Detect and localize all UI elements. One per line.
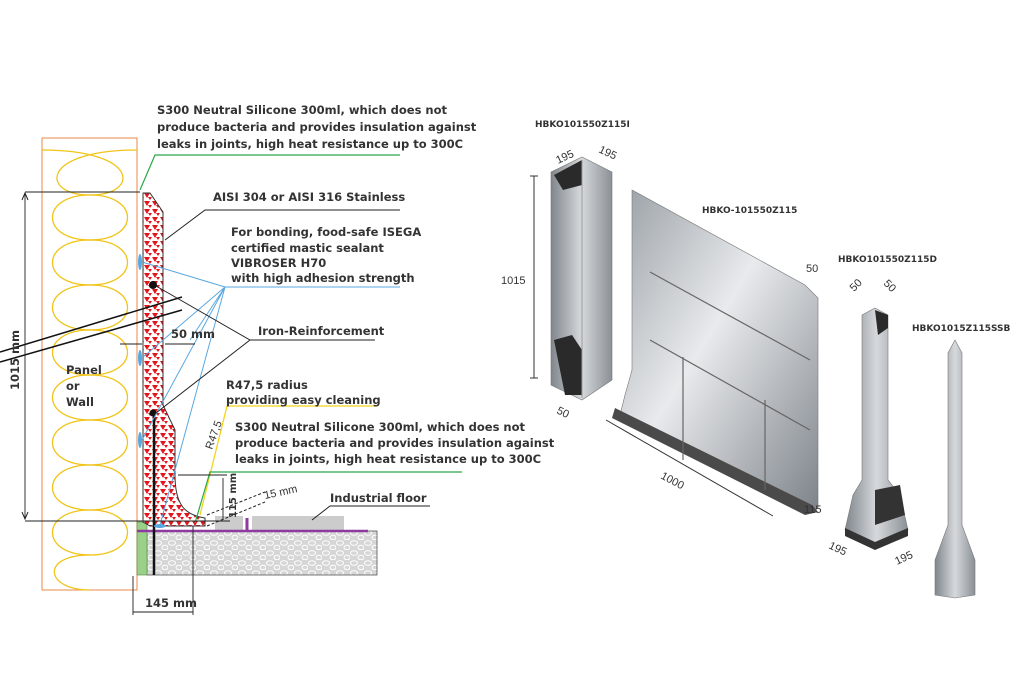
svg-text:leaks in joints, high heat res: leaks in joints, high heat resistance up… bbox=[235, 452, 541, 466]
stainless-plate bbox=[142, 192, 206, 527]
svg-text:HBKO101550Z115I: HBKO101550Z115I bbox=[535, 120, 630, 130]
radius-label: R47,5 radius providing easy cleaning bbox=[226, 378, 381, 407]
panel-label: Panel or Wall bbox=[66, 363, 102, 409]
product-straight: HBKO-101550Z115 50 1000 115 bbox=[605, 189, 822, 517]
svg-text:VIBROSER H70: VIBROSER H70 bbox=[231, 256, 326, 270]
stainless-label: AISI 304 or AISI 316 Stainless bbox=[213, 190, 405, 204]
silicone-bottom-label: S300 Neutral Silicone 300ml, which does … bbox=[235, 420, 555, 466]
product-outer-corner: HBKO101550Z115D 50 50 195 195 bbox=[827, 255, 937, 568]
svg-text:produce bacteria and provides: produce bacteria and provides insulation… bbox=[235, 436, 555, 450]
svg-text:produce bacteria and provides: produce bacteria and provides insulation… bbox=[157, 120, 477, 134]
svg-text:HBKO101550Z115D: HBKO101550Z115D bbox=[838, 255, 937, 265]
svg-text:providing easy cleaning: providing easy cleaning bbox=[226, 393, 381, 407]
svg-text:50: 50 bbox=[806, 263, 818, 275]
svg-text:50: 50 bbox=[555, 405, 571, 421]
svg-text:or: or bbox=[66, 379, 80, 393]
svg-text:195: 195 bbox=[893, 549, 915, 568]
svg-text:certified mastic sealant: certified mastic sealant bbox=[231, 241, 384, 255]
floor-label: Industrial floor bbox=[330, 491, 427, 505]
svg-text:S300 Neutral Silicone 300ml, w: S300 Neutral Silicone 300ml, which does … bbox=[157, 103, 448, 117]
svg-text:195: 195 bbox=[827, 540, 849, 559]
svg-text:1015: 1015 bbox=[501, 275, 525, 287]
svg-text:For bonding, food-safe ISEGA: For bonding, food-safe ISEGA bbox=[231, 225, 421, 239]
svg-text:195: 195 bbox=[597, 144, 619, 163]
product-inner-corner: HBKO101550Z115I 195 195 1015 50 bbox=[501, 120, 630, 421]
svg-text:Panel: Panel bbox=[66, 363, 102, 377]
svg-text:HBKO-101550Z115: HBKO-101550Z115 bbox=[702, 206, 797, 216]
product-column: HBKO1015Z115SSB bbox=[912, 324, 1011, 599]
wall-panel bbox=[41, 137, 138, 591]
radius-mark: R47,5 bbox=[204, 419, 225, 451]
dim-15mm: 15 mm bbox=[263, 483, 298, 502]
dim-50mm: 50 mm bbox=[171, 327, 215, 341]
sealant-label: For bonding, food-safe ISEGA certified m… bbox=[231, 225, 421, 285]
svg-text:Wall: Wall bbox=[66, 395, 94, 409]
svg-text:with high adhesion strength: with high adhesion strength bbox=[231, 271, 415, 285]
svg-text:50: 50 bbox=[881, 278, 898, 295]
floor-slab bbox=[136, 516, 378, 576]
reinforcement-label: Iron-Reinforcement bbox=[258, 324, 385, 338]
svg-text:115: 115 bbox=[804, 504, 822, 516]
svg-text:1000: 1000 bbox=[659, 470, 686, 492]
svg-text:leaks in joints, high heat res: leaks in joints, high heat resistance up… bbox=[157, 137, 463, 151]
dim-115mm: 115 mm bbox=[228, 473, 239, 518]
dim-145mm: 145 mm bbox=[145, 596, 197, 610]
svg-text:HBKO1015Z115SSB: HBKO1015Z115SSB bbox=[912, 324, 1011, 334]
svg-text:50: 50 bbox=[848, 277, 865, 294]
sealant-blobs bbox=[138, 254, 166, 528]
svg-text:S300 Neutral Silicone 300ml, w: S300 Neutral Silicone 300ml, which does … bbox=[235, 420, 526, 434]
dim-1015mm: 1015 mm bbox=[8, 330, 22, 390]
silicone-top-label: S300 Neutral Silicone 300ml, which does … bbox=[157, 103, 477, 151]
svg-text:R47,5 radius: R47,5 radius bbox=[226, 378, 308, 392]
